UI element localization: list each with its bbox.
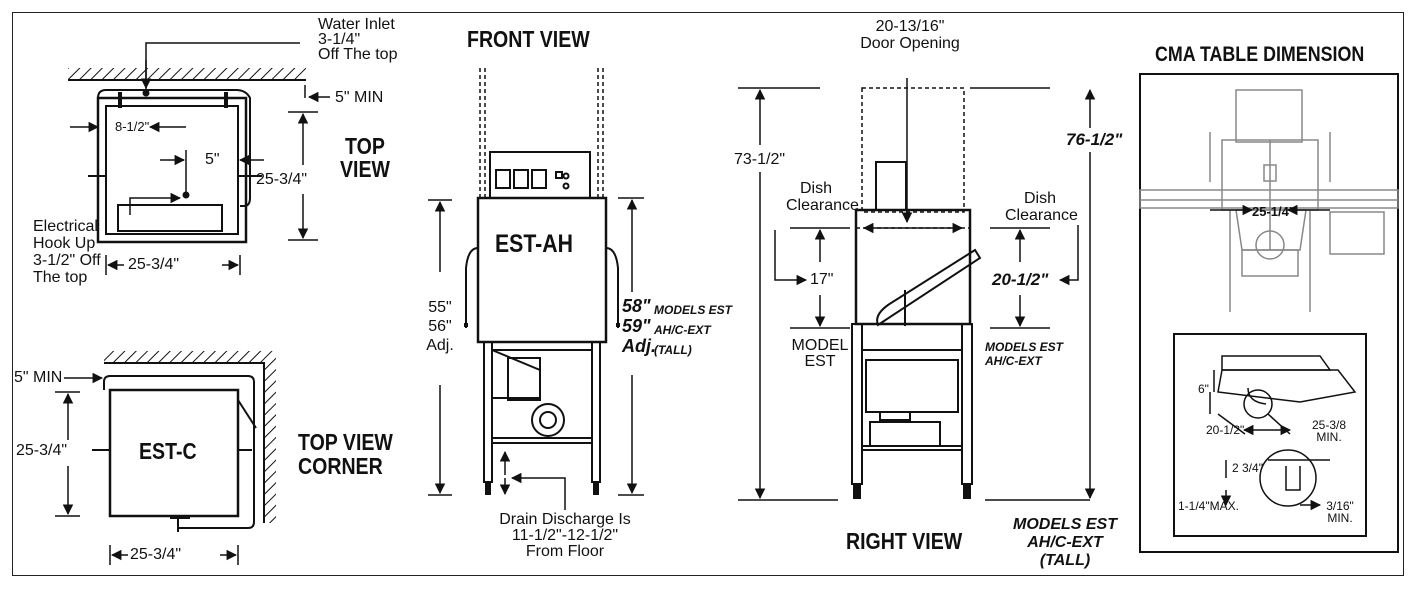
door-opening-label: 20-13/16" Door Opening <box>840 18 980 52</box>
cma-trough-line1: 25-3/8 <box>1311 418 1347 432</box>
cma-max: 1-1/4"MAX. <box>1178 499 1239 513</box>
front-tall-models-line3: (TALL) <box>654 343 692 357</box>
electrical-hookup-label: Electrical Hook Up 3-1/2" Off The top <box>33 218 101 286</box>
drain-discharge-label: Drain Discharge Is 11-1/2"-12-1/2" From … <box>480 512 650 560</box>
dish-clearance-line1: Dish <box>799 180 832 197</box>
water-inlet-label: Water Inlet 3-1/4" Off The top <box>318 16 398 63</box>
cma-table-title: CMA TABLE DIMENSION <box>1155 43 1365 66</box>
water-inlet-line3: Off The top <box>318 46 398 63</box>
tall-dish-clearance-value: 20-1/2" <box>992 270 1049 289</box>
bottom-models-line2: AH/C-EXT <box>1027 534 1103 551</box>
model-est-label: MODEL EST <box>790 338 850 370</box>
front-height-line2: 56" <box>428 318 452 335</box>
tall-dish-clearance-label: Dish Clearance <box>1005 190 1078 224</box>
front-tall-height-label: 58" 59" Adj. <box>622 296 656 356</box>
front-height-label: 55" 56" Adj. <box>420 298 460 355</box>
top-view-inner-width: 8-1/2" <box>115 119 150 134</box>
top-view-center-offset: 5" <box>205 151 220 168</box>
top-view-drawing <box>68 42 330 275</box>
overall-height-label: 73-1/2" <box>734 151 786 168</box>
bottom-tall-models-label: MODELS EST AH/C-EXT (TALL) <box>1005 516 1125 570</box>
front-tall-height-line1: 58" <box>622 296 651 316</box>
bottom-models-line1: MODELS EST <box>1012 516 1117 533</box>
water-inlet-line2: 3-1/4" <box>318 31 361 48</box>
front-model-label: EST-AH <box>495 230 573 258</box>
corner-title-line1: TOP VIEW <box>298 429 393 455</box>
dish-clearance-value: 17" <box>810 271 834 288</box>
model-est-line1: MODEL <box>791 337 849 354</box>
tall-dish-clearance-line2: Clearance <box>1005 207 1078 224</box>
electrical-line4: The top <box>33 269 88 286</box>
front-tall-models-label: MODELS EST AH/C-EXT (TALL) <box>654 300 732 360</box>
top-view-title-line2: VIEW <box>340 156 390 182</box>
cma-gap-label: 3/16" MIN. <box>1322 500 1358 524</box>
bottom-models-line3: (TALL) <box>1039 552 1091 569</box>
electrical-line2: Hook Up <box>33 235 96 252</box>
right-view-drawing <box>738 78 1096 501</box>
door-opening-line1: 20-13/16" <box>875 18 945 35</box>
corner-depth: 25-3/4" <box>16 442 68 459</box>
diagram-frame <box>12 12 1404 576</box>
corner-title-line2: CORNER <box>298 453 383 479</box>
cma-table-width: 25-1/4" <box>1252 204 1296 219</box>
corner-min-clearance: 5" MIN <box>14 369 63 386</box>
top-view-width: 25-3/4" <box>128 256 180 273</box>
tall-model-line1: MODELS EST <box>985 340 1064 354</box>
cma-trough-label: 25-3/8 MIN. <box>1306 419 1352 443</box>
cma-gap-line2: MIN. <box>1327 511 1353 525</box>
tall-model-label: MODELS EST AH/C-EXT <box>985 340 1063 368</box>
top-view-title-line1: TOP <box>345 133 385 159</box>
top-view-depth: 25-3/4" <box>256 171 308 188</box>
front-height-line1: 55" <box>428 299 452 316</box>
tall-dish-clearance-line1: Dish <box>1023 190 1056 207</box>
top-view-min-clearance: 5" MIN <box>335 89 384 106</box>
door-opening-line2: Door Opening <box>860 35 960 52</box>
electrical-line3: 3-1/2" Off <box>33 252 101 269</box>
front-view-drawing <box>428 68 644 510</box>
corner-width: 25-3/4" <box>130 546 182 563</box>
corner-view-title: TOP VIEW CORNER <box>298 430 393 478</box>
cma-gap-line1: 3/16" <box>1326 499 1354 513</box>
cma-backsplash: 6" <box>1198 382 1209 396</box>
water-inlet-line1: Water Inlet <box>318 16 395 33</box>
dish-clearance-line2: Clearance <box>786 197 859 214</box>
front-tall-models-line1: MODELS EST <box>654 303 733 317</box>
cma-lip: 2 3/4" <box>1232 461 1263 475</box>
right-view-title: RIGHT VIEW <box>846 528 963 554</box>
front-tall-models-line2: AH/C-EXT <box>654 323 711 337</box>
dish-clearance-label: Dish Clearance <box>786 180 859 214</box>
cma-depth: 20-1/2" <box>1206 423 1245 437</box>
tall-overall-height-label: 76-1/2" <box>1066 130 1123 149</box>
front-tall-height-line3: Adj. <box>622 336 656 356</box>
cma-trough-line2: MIN. <box>1316 430 1342 444</box>
front-height-line3: Adj. <box>426 337 454 354</box>
corner-view-drawing <box>55 351 276 565</box>
drain-line3: From Floor <box>525 543 605 560</box>
model-est-line2: EST <box>804 353 836 370</box>
drain-line2: 11-1/2"-12-1/2" <box>511 527 619 544</box>
tall-model-line2: AH/C-EXT <box>985 354 1042 368</box>
cma-table-drawing <box>1139 73 1399 553</box>
front-tall-height-line2: 59" <box>622 316 651 336</box>
electrical-line1: Electrical <box>33 218 98 235</box>
front-view-title: FRONT VIEW <box>467 26 590 52</box>
top-view-title: TOP VIEW <box>340 135 390 181</box>
drain-line1: Drain Discharge Is <box>499 511 631 528</box>
corner-model-label: EST-C <box>139 438 197 464</box>
